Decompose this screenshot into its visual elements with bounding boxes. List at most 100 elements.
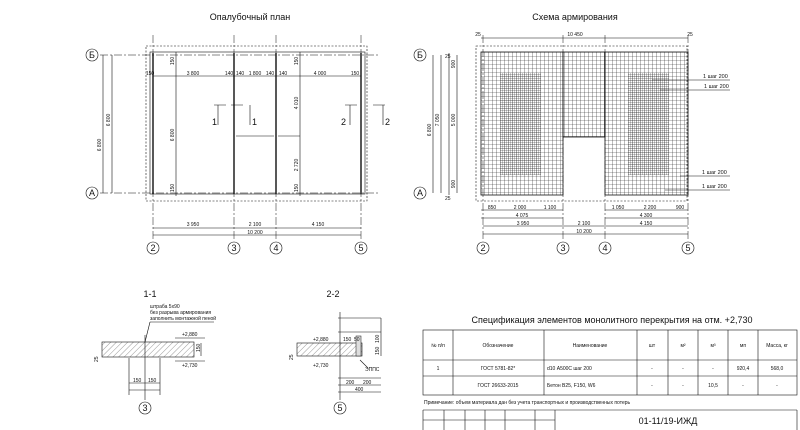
svg-text:1 шаг 200: 1 шаг 200 bbox=[702, 170, 727, 176]
axis-bubble: 3 bbox=[142, 403, 147, 413]
dim: 150 bbox=[170, 57, 176, 66]
svg-text:568,0: 568,0 bbox=[771, 366, 784, 372]
dim: 10 200 bbox=[247, 230, 263, 236]
note-line: штраба 5х90 bbox=[150, 304, 180, 310]
dim: 150 bbox=[294, 184, 300, 193]
elevation: +2,880 bbox=[182, 332, 198, 338]
dim: 900 bbox=[451, 60, 457, 69]
dim: 25 bbox=[94, 356, 100, 362]
dim: 140 bbox=[279, 71, 288, 77]
dim: 6 800 bbox=[97, 139, 103, 152]
dim: 4 300 bbox=[640, 213, 653, 219]
dim: 4 150 bbox=[640, 221, 653, 227]
svg-text:-: - bbox=[682, 366, 684, 372]
svg-text:1 шаг 200: 1 шаг 200 bbox=[704, 84, 729, 90]
svg-text:Б: Б bbox=[417, 50, 423, 60]
dim: 1 050 bbox=[612, 205, 625, 211]
svg-text:5: 5 bbox=[358, 243, 363, 253]
svg-text:d10 А500С шаг 200: d10 А500С шаг 200 bbox=[547, 366, 592, 372]
dim: 7 050 bbox=[435, 114, 441, 127]
axis-bubble: 5 bbox=[337, 403, 342, 413]
svg-text:ГОСТ 5781-82*: ГОСТ 5781-82* bbox=[481, 366, 516, 372]
svg-text:Масса, кг: Масса, кг bbox=[766, 343, 788, 349]
dim: 25 bbox=[475, 32, 481, 38]
section-title: 1-1 bbox=[143, 289, 156, 299]
dim: 6 800 bbox=[106, 114, 112, 127]
section-mark: 1 bbox=[212, 117, 217, 127]
section-1-1: 1-1 штраба 5х90 без разрыва армирования … bbox=[94, 289, 216, 415]
dim: 150 bbox=[146, 71, 155, 77]
dim: 50 bbox=[354, 337, 360, 343]
dim: 150 bbox=[148, 378, 157, 384]
svg-text:-: - bbox=[712, 366, 714, 372]
note-line: заполнить монтажной пеной bbox=[150, 315, 216, 322]
reinforcement-plan-title: Схема армирования bbox=[532, 12, 618, 22]
svg-text:Бетон В25, F150, W6: Бетон В25, F150, W6 bbox=[547, 383, 596, 389]
dim: 4 010 bbox=[294, 97, 300, 110]
svg-text:4: 4 bbox=[602, 243, 607, 253]
dim: 25 bbox=[445, 196, 451, 202]
svg-text:1: 1 bbox=[437, 366, 440, 372]
svg-text:-: - bbox=[742, 383, 744, 389]
dim: 150 bbox=[375, 346, 381, 355]
dim: 10 450 bbox=[567, 32, 583, 38]
table-row: 1 ГОСТ 5781-82* d10 А500С шаг 200 - - - … bbox=[437, 366, 784, 372]
svg-text:5: 5 bbox=[685, 243, 690, 253]
dim: 6 800 bbox=[427, 124, 433, 137]
dim: 3 950 bbox=[517, 221, 530, 227]
elevation: +2,730 bbox=[313, 363, 329, 369]
dim: 150 bbox=[351, 71, 360, 77]
svg-text:-: - bbox=[651, 366, 653, 372]
specification-table: Спецификация элементов монолитного перек… bbox=[422, 315, 798, 406]
dim: 1 800 bbox=[249, 71, 262, 77]
table-title: Спецификация элементов монолитного перек… bbox=[472, 315, 753, 325]
section-mark: 1 bbox=[252, 117, 257, 127]
svg-text:А: А bbox=[417, 188, 423, 198]
dim: 3 950 bbox=[187, 222, 200, 228]
svg-text:1 шаг 200: 1 шаг 200 bbox=[703, 74, 728, 80]
svg-text:1 шаг 200: 1 шаг 200 bbox=[702, 184, 727, 190]
dim: 6 800 bbox=[170, 129, 176, 142]
dim: 5 000 bbox=[451, 114, 457, 127]
dim: 150 bbox=[196, 343, 202, 352]
dim: 25 bbox=[445, 54, 451, 60]
axis-bubbles: 2 3 4 5 Б А bbox=[413, 48, 695, 255]
dim: 100 bbox=[375, 334, 381, 343]
svg-text:-: - bbox=[682, 383, 684, 389]
dim: 10 200 bbox=[576, 229, 592, 235]
svg-text:шт: шт bbox=[649, 343, 656, 349]
dim: 4 150 bbox=[312, 222, 325, 228]
dim: 25 bbox=[687, 32, 693, 38]
dim: 200 bbox=[346, 380, 355, 386]
svg-text:Б: Б bbox=[89, 50, 95, 60]
insulation-label: ЭППС bbox=[365, 367, 380, 373]
svg-text:2: 2 bbox=[480, 243, 485, 253]
table-row: ГОСТ 26633-2015 Бетон В25, F150, W6 - - … bbox=[478, 383, 779, 389]
formwork-plan-title: Опалубочный план bbox=[210, 12, 290, 22]
table-note: Примечание: объем материала дан без учет… bbox=[424, 400, 631, 406]
svg-text:Обозначение: Обозначение bbox=[483, 343, 514, 349]
note-line: без разрыва армирования bbox=[150, 310, 211, 316]
dim: 2 100 bbox=[249, 222, 262, 228]
dim: 850 bbox=[488, 205, 497, 211]
section-2-2: 2-2 +2,880 +2,730 150 50 100 150 25 ЭППС… bbox=[289, 289, 382, 415]
section-mark: 2 bbox=[341, 117, 346, 127]
svg-text:-: - bbox=[776, 383, 778, 389]
svg-text:м³: м³ bbox=[710, 343, 715, 349]
elevation: +2,730 bbox=[182, 363, 198, 369]
dim: 200 bbox=[363, 380, 372, 386]
svg-text:м²: м² bbox=[680, 343, 685, 349]
dim: 140 bbox=[266, 71, 275, 77]
svg-text:мп: мп bbox=[740, 343, 746, 349]
svg-text:Наименование: Наименование bbox=[573, 343, 608, 349]
dim: 2 000 bbox=[514, 205, 527, 211]
elevation: +2,880 bbox=[313, 337, 329, 343]
section-title: 2-2 bbox=[326, 289, 339, 299]
dim: 900 bbox=[451, 180, 457, 189]
svg-text:ГОСТ 26633-2015: ГОСТ 26633-2015 bbox=[478, 383, 519, 389]
dim: 3 800 bbox=[187, 71, 200, 77]
svg-text:3: 3 bbox=[560, 243, 565, 253]
svg-text:4: 4 bbox=[273, 243, 278, 253]
dim: 150 bbox=[343, 337, 352, 343]
